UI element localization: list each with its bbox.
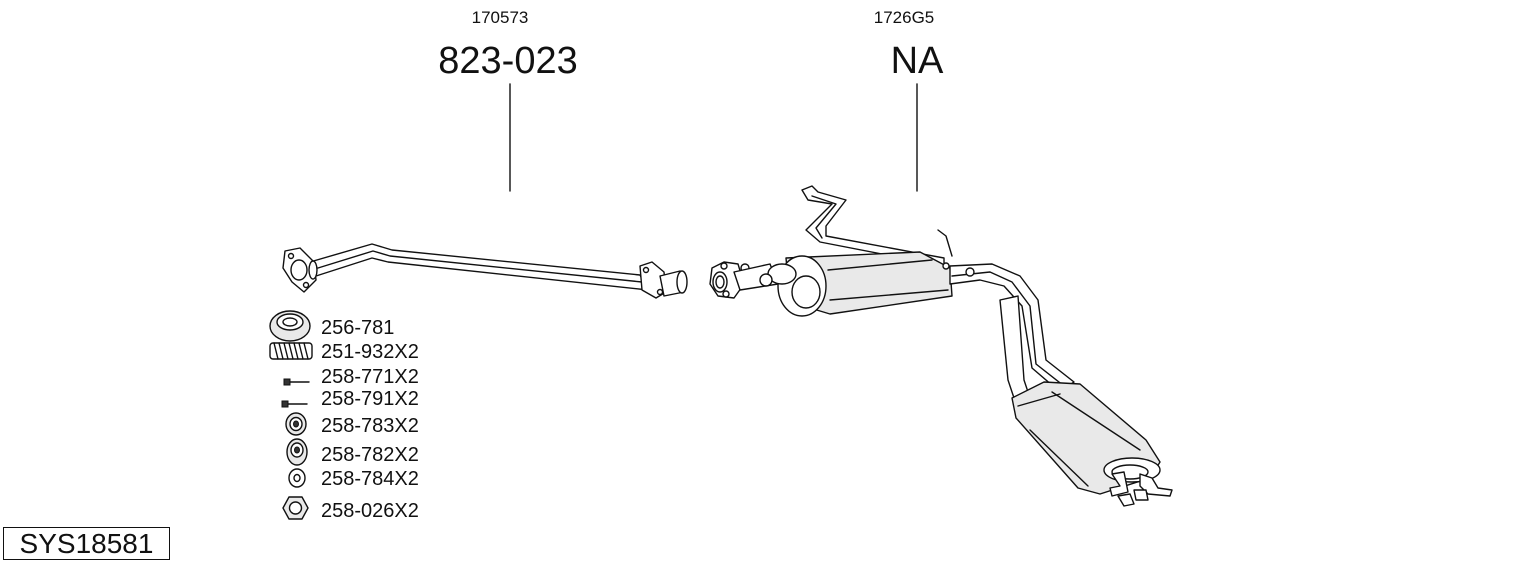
flange-gasket-icon[interactable] xyxy=(269,310,311,342)
fitting-label: 258-026X2 xyxy=(321,500,419,522)
bolt-icon[interactable] xyxy=(283,378,310,386)
rear-section-ref-code: 1726G5 xyxy=(874,8,935,27)
front-pipe-ref-code: 170573 xyxy=(472,8,529,27)
front-flange-icon xyxy=(282,247,318,293)
tail-pipe-icon xyxy=(1109,471,1173,507)
fitting-label: 251-932X2 xyxy=(321,341,419,363)
spring-icon[interactable] xyxy=(269,342,313,360)
rear-flange-icon xyxy=(639,261,688,299)
fitting-label: 258-783X2 xyxy=(321,415,419,437)
system-code-box: SYS18581 xyxy=(3,527,170,560)
rubber-mount-icon[interactable] xyxy=(285,412,307,436)
inlet-flange-icon xyxy=(709,261,750,299)
fittings-list: 256-781 251-932X2 258-771X2 258-791X2 25… xyxy=(269,310,419,522)
washer-icon[interactable] xyxy=(288,468,306,488)
rear-section-drawing[interactable] xyxy=(709,185,1173,507)
bolt-icon[interactable] xyxy=(281,400,308,408)
front-pipe-part-number[interactable]: 823-023 xyxy=(438,40,577,82)
fitting-label: 258-784X2 xyxy=(321,468,419,490)
rubber-mount-icon[interactable] xyxy=(286,438,308,466)
fitting-label: 258-791X2 xyxy=(321,388,419,410)
fitting-label: 258-782X2 xyxy=(321,444,419,466)
hex-nut-icon[interactable] xyxy=(282,496,309,520)
rear-section-part-number[interactable]: NA xyxy=(891,40,944,82)
rear-muffler-icon xyxy=(1011,381,1161,495)
fitting-label: 258-771X2 xyxy=(321,366,419,388)
front-pipe-drawing[interactable] xyxy=(282,243,688,299)
mid-muffler-icon xyxy=(759,251,953,317)
fitting-label: 256-781 xyxy=(321,317,394,339)
